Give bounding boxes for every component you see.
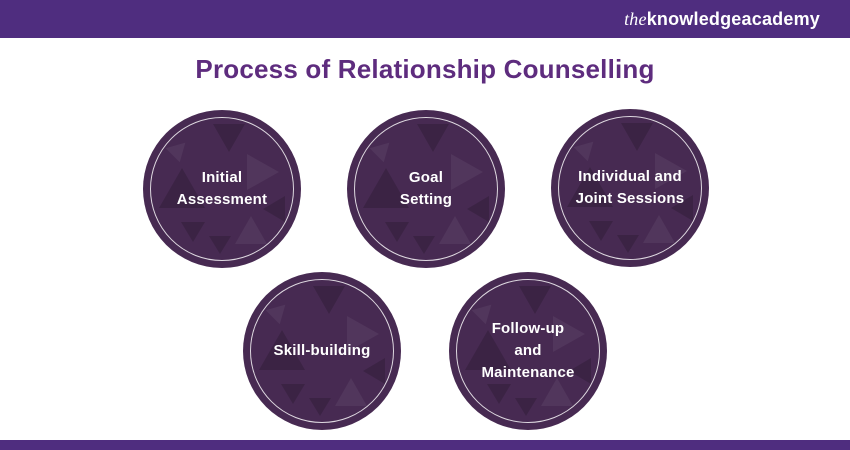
triangle-decoration <box>385 222 409 242</box>
triangle-decoration <box>281 384 305 404</box>
triangle-decoration <box>643 215 675 243</box>
step-label: Initial Assessment <box>176 169 268 208</box>
knowledge-academy-logo: theknowledgeacademy <box>624 9 820 30</box>
triangle-decoration <box>235 216 267 244</box>
triangle-decoration <box>363 358 385 384</box>
top-brand-bar: theknowledgeacademy <box>0 0 850 38</box>
triangle-decoration <box>519 286 551 314</box>
page-title: Process of Relationship Counselling <box>195 54 655 84</box>
step-circle-goal-setting: Goal Setting <box>347 110 505 268</box>
logo-knowledge: knowledge <box>646 8 742 29</box>
triangle-decoration <box>313 286 345 314</box>
triangle-decoration <box>181 222 205 242</box>
step-circle-individual-joint-sessions: Individual and Joint Sessions <box>551 109 709 267</box>
step-label: Individual and Joint Sessions <box>575 168 685 207</box>
triangle-decoration <box>467 196 489 222</box>
step-label: Follow-up and Maintenance <box>481 320 575 381</box>
step-circle-initial-assessment: Initial Assessment <box>143 110 301 268</box>
logo-the: the <box>624 8 647 29</box>
logo-academy: academy <box>741 8 820 29</box>
triangle-decoration <box>515 398 537 416</box>
triangle-decoration <box>589 221 613 241</box>
triangle-decoration <box>266 298 293 325</box>
triangle-decoration <box>417 124 449 152</box>
step-circle-follow-up-maintenance: Follow-up and Maintenance <box>449 272 607 430</box>
triangle-decoration <box>166 136 193 163</box>
step-label: Skill-building <box>273 342 371 360</box>
triangle-decoration <box>309 398 331 416</box>
step-label: Goal Setting <box>399 169 453 208</box>
triangle-decoration <box>487 384 511 404</box>
step-circle-skill-building: Skill-building <box>243 272 401 430</box>
triangle-decoration <box>617 235 639 253</box>
bottom-brand-bar <box>0 440 850 450</box>
triangle-decoration <box>439 216 471 244</box>
triangle-decoration <box>213 124 245 152</box>
triangle-decoration <box>335 378 367 406</box>
triangle-decoration <box>209 236 231 254</box>
triangle-decoration <box>574 135 601 162</box>
triangle-decoration <box>370 136 397 163</box>
triangle-decoration <box>621 123 653 151</box>
triangle-decoration <box>413 236 435 254</box>
